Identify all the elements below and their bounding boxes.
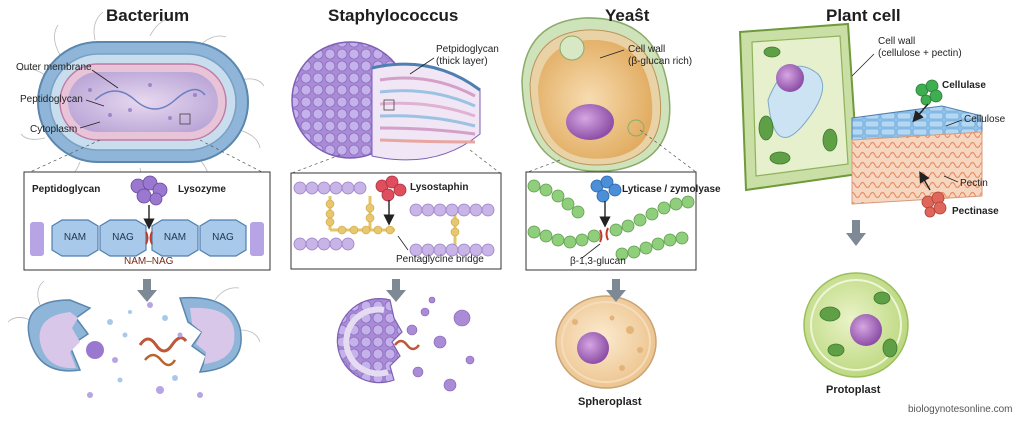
bacterium-lysed xyxy=(7,280,261,398)
lysostaphin-icon xyxy=(375,175,407,202)
lysozyme-icon xyxy=(130,175,168,206)
label-petpidoglycan: Petpidoglycan xyxy=(436,44,499,55)
plant-wall-section xyxy=(851,79,983,218)
down-arrow-icon xyxy=(846,220,866,246)
plant-cell xyxy=(738,22,860,192)
staphylococcus-cell xyxy=(291,41,481,161)
segment-nag: NAG xyxy=(212,232,234,243)
label-thick-layer: (thick layer) xyxy=(436,56,488,67)
caption-protoplast: Protoplast xyxy=(826,384,881,396)
label-outer-membrane: Outer membrane xyxy=(16,62,92,73)
down-arrow-icon xyxy=(386,279,406,302)
segment-nam: NAM xyxy=(63,232,87,243)
protoplast xyxy=(803,272,909,378)
title-staphylococcus: Staphylococcus xyxy=(328,6,459,25)
label-pectinase: Pectinase xyxy=(952,206,999,217)
title-plant-cell: Plant cell xyxy=(826,6,901,25)
label-plant-cell-wall: Cell wall xyxy=(878,36,916,47)
segment-nag: NAG xyxy=(112,232,134,243)
label-cleavage-site: NAM–NAG xyxy=(124,256,174,267)
cellulase-icon xyxy=(915,79,943,106)
label-cytoplasm: Cytoplasm xyxy=(30,124,78,135)
label-cellulose: Cellulose xyxy=(964,114,1006,125)
staphylococcus-lysed xyxy=(336,296,475,392)
title-bacterium: Bacterium xyxy=(106,6,190,25)
label-pentaglycine-bridge: Pentaglycine bridge xyxy=(396,254,484,265)
lyticase-icon xyxy=(590,175,622,203)
label-cellulase: Cellulase xyxy=(942,80,986,91)
label-lysozyme: Lysozyme xyxy=(178,184,226,195)
pectinase-icon xyxy=(921,191,947,218)
label-beta-glucan-rich: (β-glucan rich) xyxy=(628,56,693,67)
yeast-zoom-box xyxy=(525,171,697,271)
label-cellulose-pectin: (cellulose + pectin) xyxy=(878,48,962,59)
down-arrow-icon xyxy=(606,279,626,302)
bacterium-zoom-box xyxy=(23,171,271,271)
title-yeast: Yeaŝt xyxy=(605,6,650,25)
label-lysostaphin: Lysostaphin xyxy=(410,182,469,193)
segment-nam: NAM xyxy=(163,232,187,243)
label-lyticase-zymolyase: Lyticase / zymolyase xyxy=(622,184,721,195)
yeast-cell xyxy=(521,17,671,172)
label-pectin: Pectin xyxy=(960,178,988,189)
spheroplast xyxy=(555,295,657,389)
watermark: biologynotesonline.com xyxy=(908,404,1013,415)
staphylococcus-zoom-box xyxy=(290,172,502,270)
zoom-heading-peptidoglycan: Peptidoglycan xyxy=(32,184,101,195)
down-arrow-icon xyxy=(137,279,157,302)
bacterium-cell xyxy=(19,11,265,193)
caption-spheroplast: Spheroplast xyxy=(578,396,642,408)
label-yeast-cell-wall: Cell wall xyxy=(628,44,666,55)
label-peptidoglycan: Peptidoglycan xyxy=(20,94,83,105)
label-beta-1-3-glucan: β-1,3-glucan xyxy=(570,256,626,267)
